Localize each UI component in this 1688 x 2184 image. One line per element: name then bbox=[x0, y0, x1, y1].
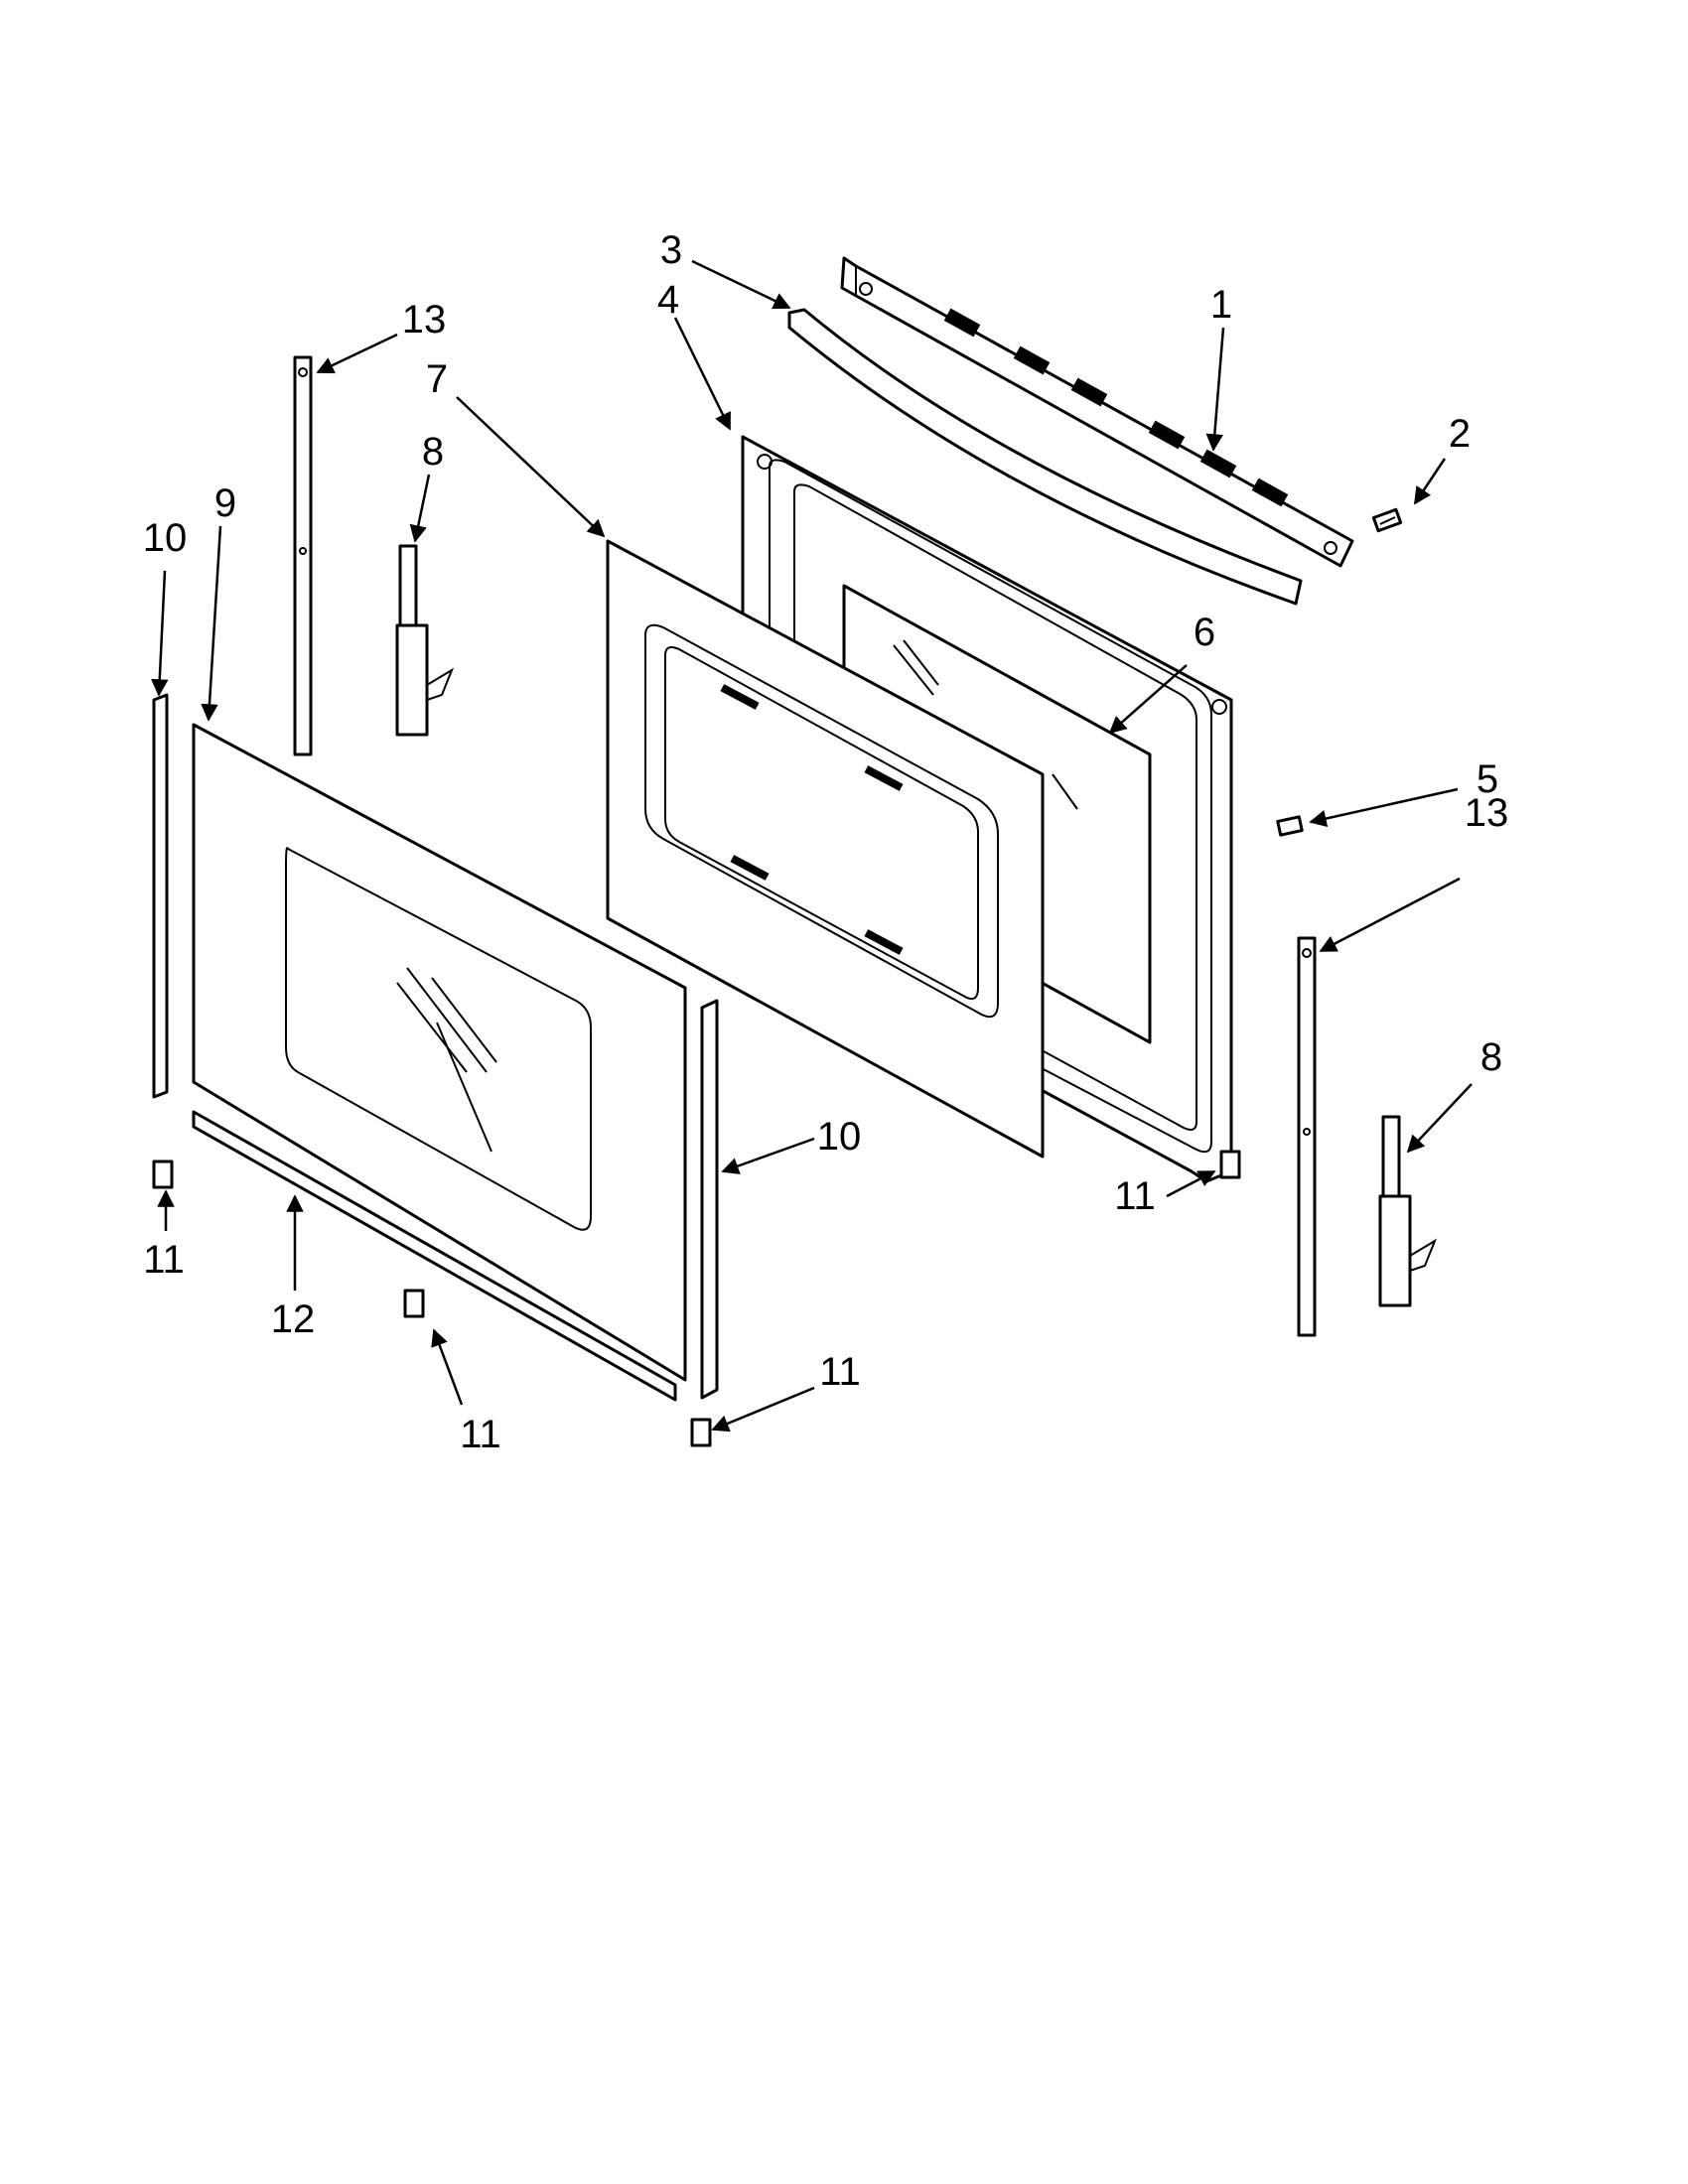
screw-part-11-b bbox=[403, 1289, 425, 1318]
leader-7 bbox=[456, 396, 606, 538]
callout-10-left: 10 bbox=[143, 516, 188, 560]
callout-13-top: 13 bbox=[402, 298, 447, 341]
callout-2: 2 bbox=[1449, 412, 1471, 456]
hinge-part-8-right bbox=[1378, 1115, 1438, 1307]
side-trim-part-10-right bbox=[700, 999, 719, 1400]
callout-11-a: 11 bbox=[143, 1238, 185, 1282]
leader-11d bbox=[1166, 1169, 1216, 1198]
screw-part-11-c bbox=[690, 1418, 712, 1447]
leader-5 bbox=[1309, 787, 1459, 828]
leader-3 bbox=[691, 259, 791, 310]
leader-1 bbox=[1205, 327, 1225, 452]
callout-11-b: 11 bbox=[460, 1413, 501, 1456]
leader-9 bbox=[201, 525, 222, 722]
callout-9: 9 bbox=[214, 481, 236, 525]
door-frame-part-7 bbox=[606, 539, 1045, 1159]
callout-8-left: 8 bbox=[422, 430, 444, 474]
callout-10-right: 10 bbox=[817, 1115, 862, 1159]
leader-lines bbox=[151, 259, 1473, 1433]
leader-11b bbox=[431, 1328, 464, 1406]
vent-trim-part-1 bbox=[840, 256, 1354, 568]
callout-3: 3 bbox=[660, 228, 682, 272]
callout-labels: 1 2 3 4 5 6 7 8 8 9 10 10 11 11 11 11 12… bbox=[143, 228, 1509, 1456]
callout-6: 6 bbox=[1194, 611, 1215, 654]
leader-6 bbox=[1108, 664, 1188, 735]
hinge-receiver-part-13-right bbox=[1297, 936, 1317, 1337]
screw-part-5 bbox=[1276, 815, 1304, 837]
callout-11-c: 11 bbox=[819, 1350, 861, 1394]
screw-part-2 bbox=[1371, 507, 1403, 533]
hinge-part-8-left bbox=[395, 544, 455, 737]
leader-11c bbox=[711, 1386, 815, 1433]
leader-8a bbox=[409, 474, 431, 543]
door-handle-part-3 bbox=[787, 308, 1303, 606]
outer-door-panel-part-9 bbox=[192, 723, 687, 1382]
leader-13b bbox=[1319, 877, 1461, 953]
callout-8-right: 8 bbox=[1480, 1035, 1502, 1079]
leader-10a bbox=[151, 570, 169, 697]
leader-10b bbox=[721, 1137, 815, 1174]
hinge-receiver-part-13-left bbox=[293, 355, 313, 756]
callout-5: 5 bbox=[1477, 757, 1498, 801]
leader-13a bbox=[316, 333, 398, 374]
leader-4 bbox=[673, 317, 732, 431]
leader-2 bbox=[1413, 458, 1447, 505]
callout-1: 1 bbox=[1210, 283, 1232, 327]
callout-7: 7 bbox=[426, 357, 448, 401]
callout-13-right: 13 bbox=[1465, 791, 1509, 835]
callout-4: 4 bbox=[657, 278, 679, 322]
side-trim-part-10-left bbox=[152, 693, 169, 1099]
callout-11-d: 11 bbox=[1114, 1174, 1156, 1218]
leader-8b bbox=[1406, 1083, 1473, 1154]
callout-12: 12 bbox=[271, 1297, 316, 1341]
screw-part-11-a bbox=[152, 1160, 174, 1189]
screw-part-11-d bbox=[1219, 1150, 1241, 1179]
bottom-trim-part-12 bbox=[192, 1110, 677, 1402]
